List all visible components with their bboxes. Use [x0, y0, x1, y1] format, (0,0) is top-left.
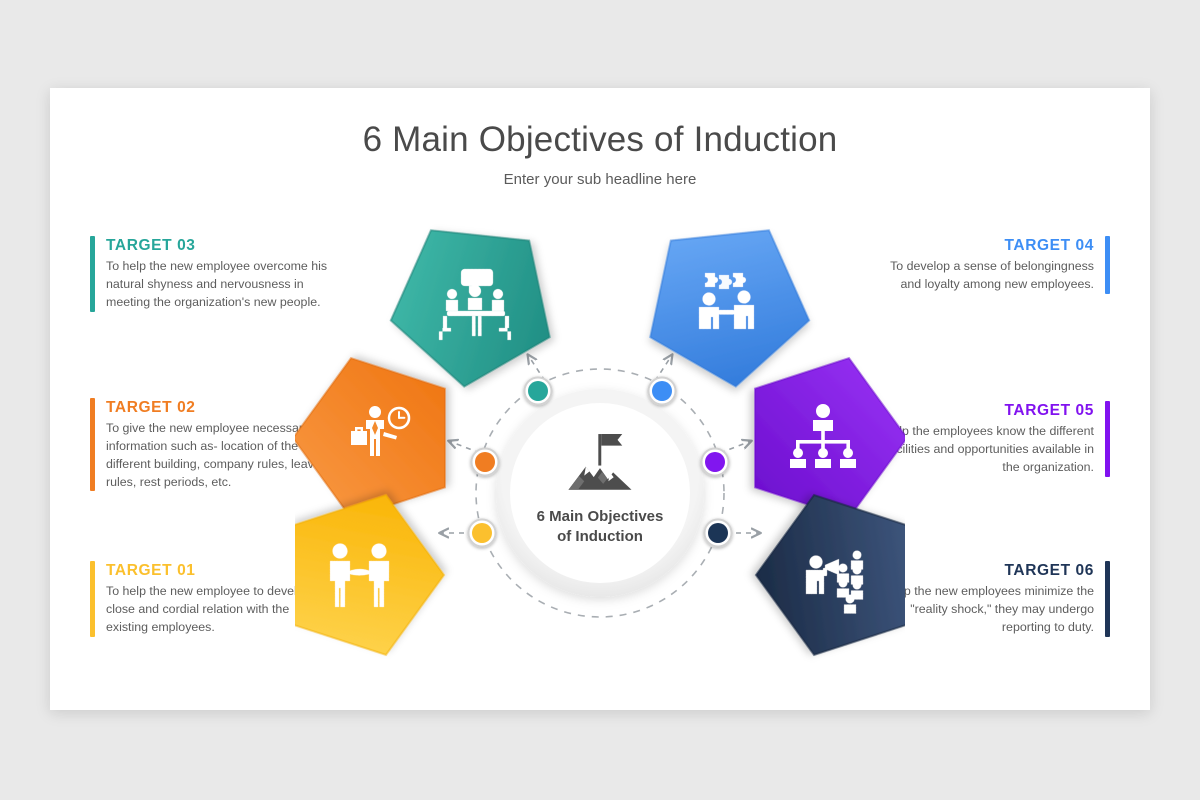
pentagon-target-02[interactable] — [295, 357, 446, 519]
target-06-description: To help the new employees minimize the "… — [870, 584, 1094, 634]
target-03-label: TARGET 03 — [106, 237, 196, 254]
accent-bar-target-02 — [90, 398, 95, 492]
text-block-target-06[interactable]: TARGET 06 To help the new employees mini… — [868, 561, 1110, 637]
target-02-description: To give the new employee necessary infor… — [106, 421, 321, 489]
businessman-clock-icon — [351, 406, 411, 456]
page-subtitle: Enter your sub headline here — [503, 171, 697, 188]
pentagon-target-05[interactable] — [754, 357, 905, 519]
slide-canvas: 6 Main Objectives of Induction Enter you… — [50, 88, 1150, 710]
text-block-target-05[interactable]: TARGET 05 To help the employees know the… — [868, 401, 1110, 477]
target-04-description: To develop a sense of belongingness and … — [890, 259, 1094, 292]
center-ring-inner — [510, 403, 690, 583]
pentagon-target-03[interactable] — [360, 203, 578, 403]
center-title-line-2: of Induction — [557, 528, 643, 545]
target-01-description: To help the new employee to develop a cl… — [106, 584, 321, 634]
accent-bar-target-05 — [1105, 401, 1110, 477]
org-chart-icon — [790, 404, 856, 468]
mountain-flag-icon — [568, 434, 632, 490]
orbit-dot-target-03[interactable] — [523, 376, 553, 406]
accent-bar-target-03 — [90, 236, 95, 312]
pentagon-target-04[interactable] — [622, 203, 840, 403]
target-01-label: TARGET 01 — [106, 562, 196, 579]
accent-bar-target-06 — [1105, 561, 1110, 637]
target-02-label: TARGET 02 — [106, 399, 196, 416]
text-block-target-04[interactable]: TARGET 04 To develop a sense of belongin… — [868, 236, 1110, 294]
meeting-discussion-icon — [439, 269, 511, 340]
text-block-target-02[interactable]: TARGET 02 To give the new employee neces… — [90, 398, 332, 492]
megaphone-crowd-icon — [806, 550, 863, 614]
pentagon-target-06[interactable] — [737, 469, 905, 673]
puzzle-collaboration-icon — [699, 273, 754, 329]
target-05-label: TARGET 05 — [1004, 402, 1094, 419]
target-05-description: To help the employees know the different… — [868, 424, 1094, 474]
orbit-dot-target-06[interactable] — [703, 518, 733, 548]
orbit-dot-target-01[interactable] — [467, 518, 497, 548]
text-block-target-01[interactable]: TARGET 01 To help the new employee to de… — [90, 561, 332, 637]
target-04-label: TARGET 04 — [1004, 237, 1094, 254]
orbit-dot-target-02[interactable] — [470, 447, 500, 477]
page-title: 6 Main Objectives of Induction — [362, 120, 838, 159]
orbit-dot-target-04[interactable] — [647, 376, 677, 406]
target-03-description: To help the new employee overcome his na… — [106, 259, 328, 309]
center-title-line-1: 6 Main Objectives — [537, 508, 664, 525]
text-block-target-03[interactable]: TARGET 03 To help the new employee overc… — [90, 236, 332, 312]
accent-bar-target-01 — [90, 561, 95, 637]
dashed-orbit — [475, 368, 725, 618]
pentagon-target-01[interactable] — [295, 469, 463, 673]
orbit-dot-target-05[interactable] — [700, 447, 730, 477]
target-06-label: TARGET 06 — [1004, 562, 1094, 579]
infographic-diagram: 6 Main Objectives of Induction — [295, 203, 905, 673]
orbit-dots — [467, 376, 733, 548]
accent-bar-target-04 — [1105, 236, 1110, 294]
